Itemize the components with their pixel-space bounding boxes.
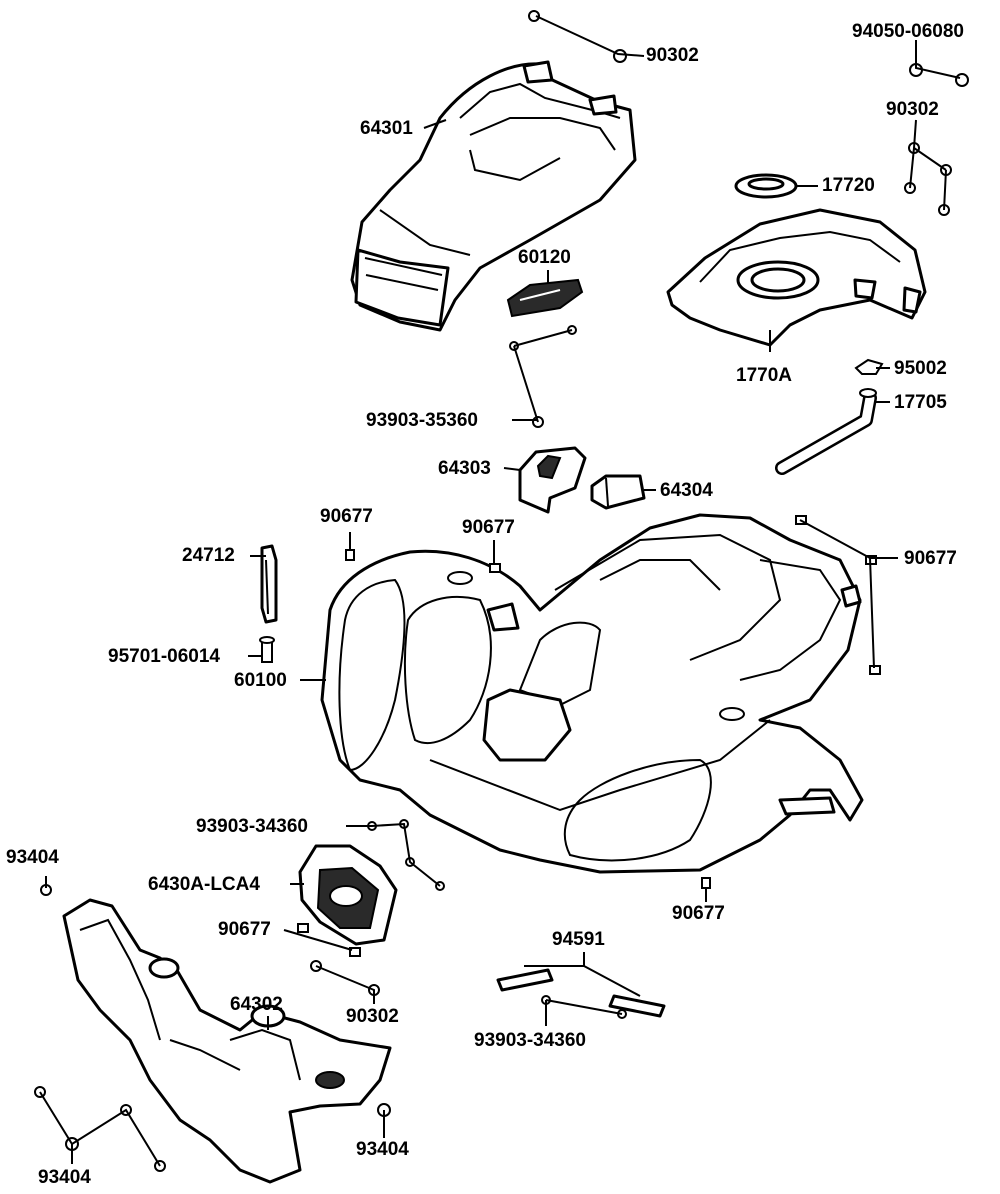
label-90677-c: 90677 xyxy=(904,548,957,569)
label-24712: 24712 xyxy=(182,545,235,566)
label-90677-a: 90677 xyxy=(320,506,373,527)
part-64304 xyxy=(590,474,646,510)
label-90302-right: 90302 xyxy=(886,99,939,120)
label-95701-06014: 95701-06014 xyxy=(108,646,220,667)
label-94591: 94591 xyxy=(552,929,605,950)
bolt-95701-06014 xyxy=(259,636,275,663)
label-94050-06080: 94050-06080 xyxy=(852,21,964,42)
label-93404-a: 93404 xyxy=(6,847,59,868)
label-64304: 64304 xyxy=(660,480,713,501)
front-upper-cover-64301 xyxy=(350,60,637,332)
rear-cover-1770A xyxy=(666,208,927,347)
label-64302: 64302 xyxy=(230,994,283,1015)
label-64303: 64303 xyxy=(438,458,491,479)
main-body-60100 xyxy=(320,513,864,874)
label-17720: 17720 xyxy=(822,175,875,196)
label-93404-c: 93404 xyxy=(38,1167,91,1188)
leader-lines xyxy=(39,15,961,1167)
strap-24712 xyxy=(260,544,278,624)
label-93903-34360-b: 93903-34360 xyxy=(474,1030,586,1051)
label-93903-34360-a: 93903-34360 xyxy=(196,816,308,837)
straps-94591 xyxy=(496,968,666,1018)
label-93903-35360: 93903-35360 xyxy=(366,410,478,431)
label-90677-e: 90677 xyxy=(218,919,271,940)
label-60100: 60100 xyxy=(234,670,287,691)
part-60120 xyxy=(506,278,584,318)
label-1770A: 1770A xyxy=(736,365,792,386)
front-bumper-64302 xyxy=(62,898,392,1184)
hose-17705 xyxy=(775,388,877,475)
label-90302-top: 90302 xyxy=(646,45,699,66)
label-60120: 60120 xyxy=(518,247,571,268)
label-95002: 95002 xyxy=(894,358,947,379)
label-90677-d: 90677 xyxy=(672,903,725,924)
label-93404-b: 93404 xyxy=(356,1139,409,1160)
grille-6430A-LCA4 xyxy=(298,844,398,946)
label-90302-bottom: 90302 xyxy=(346,1006,399,1027)
label-90677-b: 90677 xyxy=(462,517,515,538)
part-64303 xyxy=(518,446,587,514)
label-17705: 17705 xyxy=(894,392,947,413)
label-6430A-LCA4: 6430A-LCA4 xyxy=(148,874,260,895)
ring-17720 xyxy=(734,173,798,199)
label-64301: 64301 xyxy=(360,118,413,139)
